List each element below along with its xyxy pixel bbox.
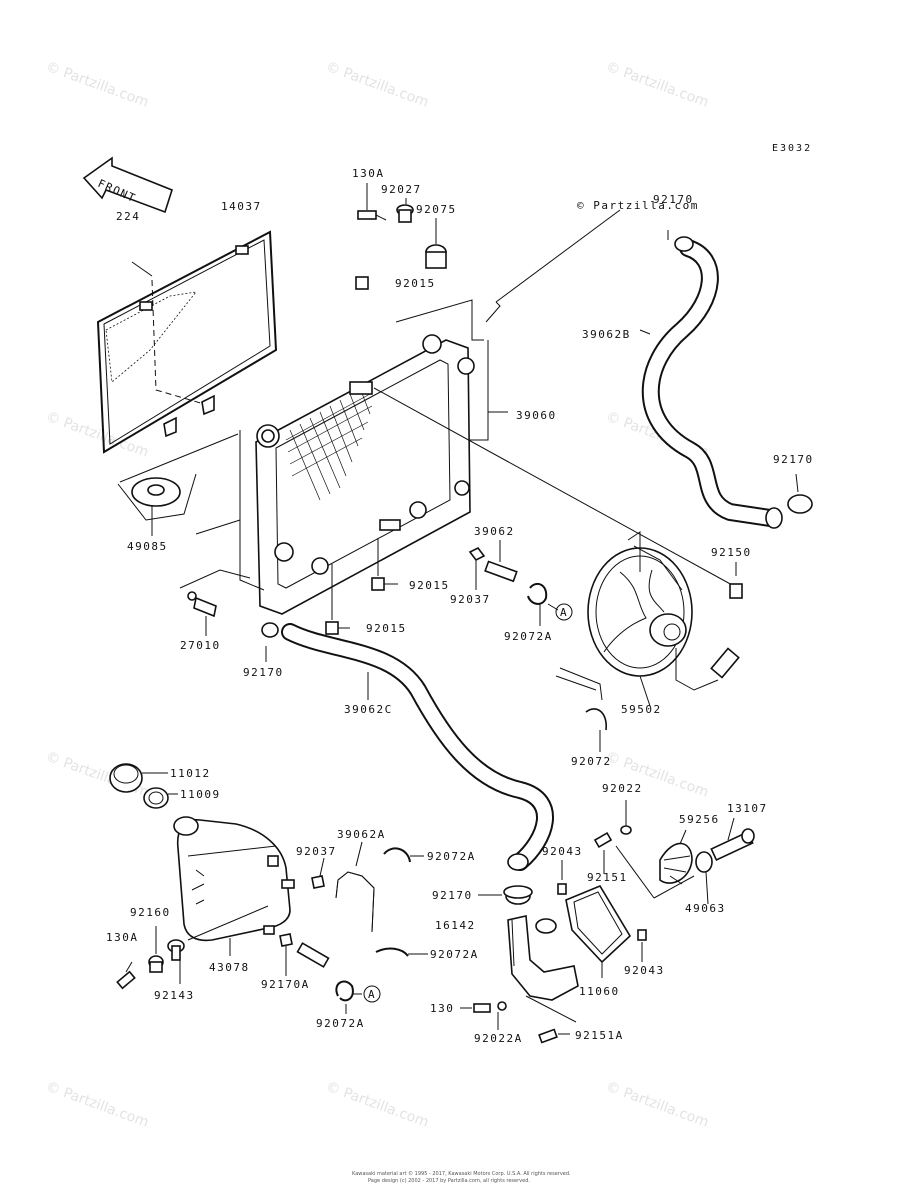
label-92037-mid: 92037 [450, 593, 491, 606]
ref-a-mid: A [560, 606, 568, 619]
label-92072: 92072 [571, 755, 612, 768]
label-130a-top: 130A [352, 167, 385, 180]
label-49063: 49063 [685, 902, 726, 915]
radiator-cap [117, 473, 197, 536]
label-92075: 92075 [416, 203, 457, 216]
radiator-screen [96, 230, 278, 454]
label-92015-mid: 92015 [409, 579, 450, 592]
label-92170-right: 92170 [773, 453, 814, 466]
copyright-mark: © Partzilla.com [577, 199, 699, 212]
watermark: © Partzilla.com [604, 59, 711, 111]
reservoir-tank [173, 816, 295, 956]
watermark: © Partzilla.com [324, 59, 431, 111]
reservoir-cap [109, 763, 178, 809]
label-13107: 13107 [727, 802, 768, 815]
label-92072a-a: 92072A [427, 850, 476, 863]
label-11060: 11060 [579, 985, 620, 998]
label-92072a-b: 92072A [430, 948, 479, 961]
fan-assembly [555, 531, 740, 707]
clamp-92072a-mid: A [527, 582, 573, 626]
diagram-code: E3032 [772, 143, 812, 154]
label-16142: 16142 [435, 919, 476, 932]
part-labels: 224 14037 130A 92027 92075 92015 © Partz… [106, 167, 814, 1045]
label-130: 130 [430, 1002, 454, 1015]
label-11009: 11009 [180, 788, 221, 801]
label-39062a: 39062A [337, 828, 386, 841]
tank-mount-hardware [116, 926, 185, 990]
front-arrow-icon: FRONT [82, 156, 173, 214]
label-92043-b: 92043 [624, 964, 665, 977]
label-92072a-c: 92072A [316, 1017, 365, 1030]
label-39060: 39060 [516, 409, 557, 422]
hose-39062c [261, 622, 554, 871]
label-130a-low: 130A [106, 931, 139, 944]
label-92151: 92151 [587, 871, 628, 884]
label-92072a-mid: 92072A [504, 630, 553, 643]
label-92015-low: 92015 [366, 622, 407, 635]
ref-a-low: A [368, 988, 376, 1001]
watermark: © Partzilla.com [324, 1079, 431, 1131]
label-92170a: 92170A [261, 978, 310, 991]
label-11012: 11012 [170, 767, 211, 780]
label-92151a: 92151A [575, 1029, 624, 1042]
label-92015-top: 92015 [395, 277, 436, 290]
label-224: 224 [116, 210, 140, 223]
label-92043-a: 92043 [542, 845, 583, 858]
label-92150: 92150 [711, 546, 752, 559]
top-hardware [355, 183, 447, 290]
fan-switch-27010 [179, 569, 251, 636]
label-14037: 14037 [221, 200, 262, 213]
label-43078: 43078 [209, 961, 250, 974]
footer-copyright-2: Page design (c) 2002 - 2017 by Partzilla… [368, 1178, 530, 1184]
label-92170-low: 92170 [432, 889, 473, 902]
label-92022a: 92022A [474, 1032, 523, 1045]
pump-bolts [460, 995, 577, 1044]
bolt-92150 [729, 562, 743, 599]
hose-39062b [639, 230, 813, 529]
label-92170-left: 92170 [243, 666, 284, 679]
label-92022-top: 92022 [602, 782, 643, 795]
footer-copyright-1: Kawasaki material art © 1995 - 2017, Kaw… [352, 1170, 571, 1177]
radiator-core [255, 334, 475, 615]
label-92027: 92027 [381, 183, 422, 196]
label-59502: 59502 [621, 703, 662, 716]
label-27010: 27010 [180, 639, 221, 652]
label-39062b: 39062B [582, 328, 631, 341]
label-39062c: 39062C [344, 703, 393, 716]
label-92143: 92143 [154, 989, 195, 1002]
impeller-shaft [593, 800, 755, 905]
watermark: © Partzilla.com [44, 59, 151, 111]
hose-39062a [311, 841, 375, 933]
lower-small-hose: A [279, 933, 381, 1014]
label-92037-low: 92037 [296, 845, 337, 858]
label-92160: 92160 [130, 906, 171, 919]
label-59256: 59256 [679, 813, 720, 826]
watermark: © Partzilla.com [604, 1079, 711, 1131]
small-hose-39062 [468, 540, 518, 590]
label-49085: 49085 [127, 540, 168, 553]
watermark: © Partzilla.com [44, 1079, 151, 1131]
label-39062: 39062 [474, 525, 515, 538]
label-92170-top: 92170 [653, 193, 694, 206]
